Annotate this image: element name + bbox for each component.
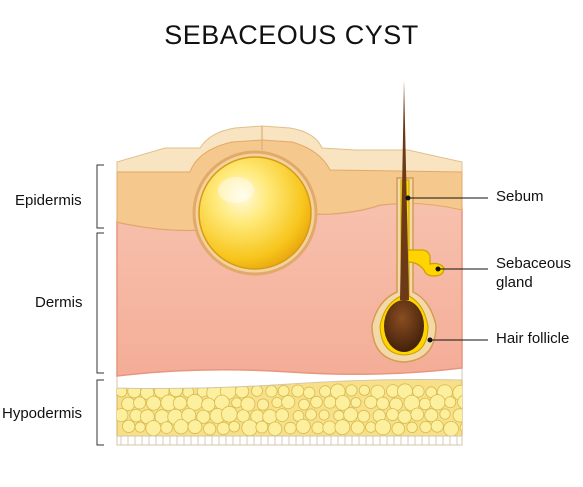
- label-epidermis: Epidermis: [15, 192, 82, 209]
- fat-cell: [318, 409, 330, 421]
- fat-cell: [145, 420, 162, 437]
- fat-cell: [459, 423, 462, 433]
- fat-cell: [256, 398, 270, 411]
- fat-cell: [357, 409, 371, 423]
- fat-cell: [295, 418, 311, 434]
- fat-cell: [216, 421, 230, 436]
- label-sebaceous-gland-line1: Sebaceous: [496, 255, 572, 272]
- fat-cell: [350, 397, 362, 408]
- fat-cell: [231, 397, 243, 409]
- fat-cell: [284, 421, 297, 435]
- fat-cell: [291, 384, 305, 398]
- fat-cell: [228, 420, 241, 433]
- fat-cell: [439, 408, 451, 420]
- fat-cell: [265, 385, 278, 398]
- label-sebaceous-gland-line2: gland: [496, 274, 533, 291]
- fat-cell: [311, 421, 325, 435]
- fat-cell: [133, 396, 147, 410]
- fat-cell: [160, 421, 173, 434]
- fat-cell: [412, 385, 425, 398]
- fat-cell: [391, 422, 406, 436]
- fat-cell: [333, 410, 345, 422]
- fat-cell: [172, 395, 188, 411]
- fat-cell: [358, 384, 370, 396]
- layer-brackets: [96, 164, 104, 446]
- fat-cell: [322, 420, 337, 435]
- hair-shaft: [400, 80, 409, 300]
- fat-cell: [370, 384, 386, 400]
- fat-cell: [365, 421, 377, 433]
- fat-cell: [310, 395, 323, 409]
- fat-cell: [323, 395, 337, 409]
- fat-cell: [255, 420, 269, 434]
- fat-cell: [374, 418, 392, 436]
- fat-cell: [430, 419, 444, 433]
- label-dermis: Dermis: [35, 294, 83, 311]
- fat-cell: [281, 395, 296, 410]
- fat-cell: [267, 421, 283, 437]
- fat-cell: [418, 397, 432, 411]
- fat-cell: [419, 420, 432, 434]
- callout-lines: [408, 197, 488, 341]
- fat-cell: [298, 398, 310, 411]
- label-sebum: Sebum: [496, 188, 544, 205]
- fat-cell: [444, 396, 457, 409]
- sebaceous-gland: [407, 249, 445, 277]
- fat-cell: [343, 407, 359, 422]
- fat-cell: [334, 419, 351, 436]
- fat-cell: [443, 421, 459, 437]
- fat-cell: [406, 421, 418, 433]
- fat-cells: [117, 383, 462, 437]
- fat-cell: [275, 408, 289, 422]
- label-hypodermis: Hypodermis: [2, 405, 83, 422]
- fat-cell: [251, 384, 263, 397]
- fat-cell: [117, 408, 129, 423]
- hypodermis-layer: [116, 367, 463, 446]
- fat-cell: [429, 394, 446, 411]
- fat-cell: [122, 419, 136, 433]
- fat-cell: [146, 395, 162, 411]
- fat-cell: [203, 422, 217, 436]
- fat-cell: [397, 409, 412, 424]
- fat-cell: [271, 396, 283, 409]
- fat-cell: [364, 395, 378, 409]
- fat-cell: [319, 385, 332, 398]
- fat-cell: [240, 396, 256, 412]
- diagram-title: SEBACEOUS CYST: [164, 20, 419, 50]
- callout-dots: [405, 195, 441, 343]
- fat-cell: [241, 419, 258, 437]
- fat-cell: [457, 395, 462, 409]
- label-hair-follicle: Hair follicle: [496, 330, 570, 347]
- sebaceous-cyst: [192, 150, 318, 276]
- fat-cell: [424, 408, 439, 423]
- fat-cell: [277, 385, 290, 397]
- fat-cell: [221, 405, 238, 423]
- fat-cell: [187, 419, 203, 434]
- fat-cell: [376, 396, 390, 411]
- fat-cell: [386, 408, 399, 421]
- fat-cell: [173, 419, 189, 435]
- fat-cell: [303, 386, 316, 399]
- fat-cell: [452, 408, 462, 423]
- fat-cell: [334, 395, 351, 411]
- fat-cell: [134, 421, 146, 433]
- fat-cell: [305, 408, 318, 421]
- fat-cell: [236, 409, 250, 423]
- fat-cell: [350, 420, 365, 435]
- fat-cell: [345, 384, 358, 397]
- fat-cell: [410, 407, 425, 422]
- fat-cell: [186, 393, 204, 411]
- fat-cell: [181, 407, 197, 424]
